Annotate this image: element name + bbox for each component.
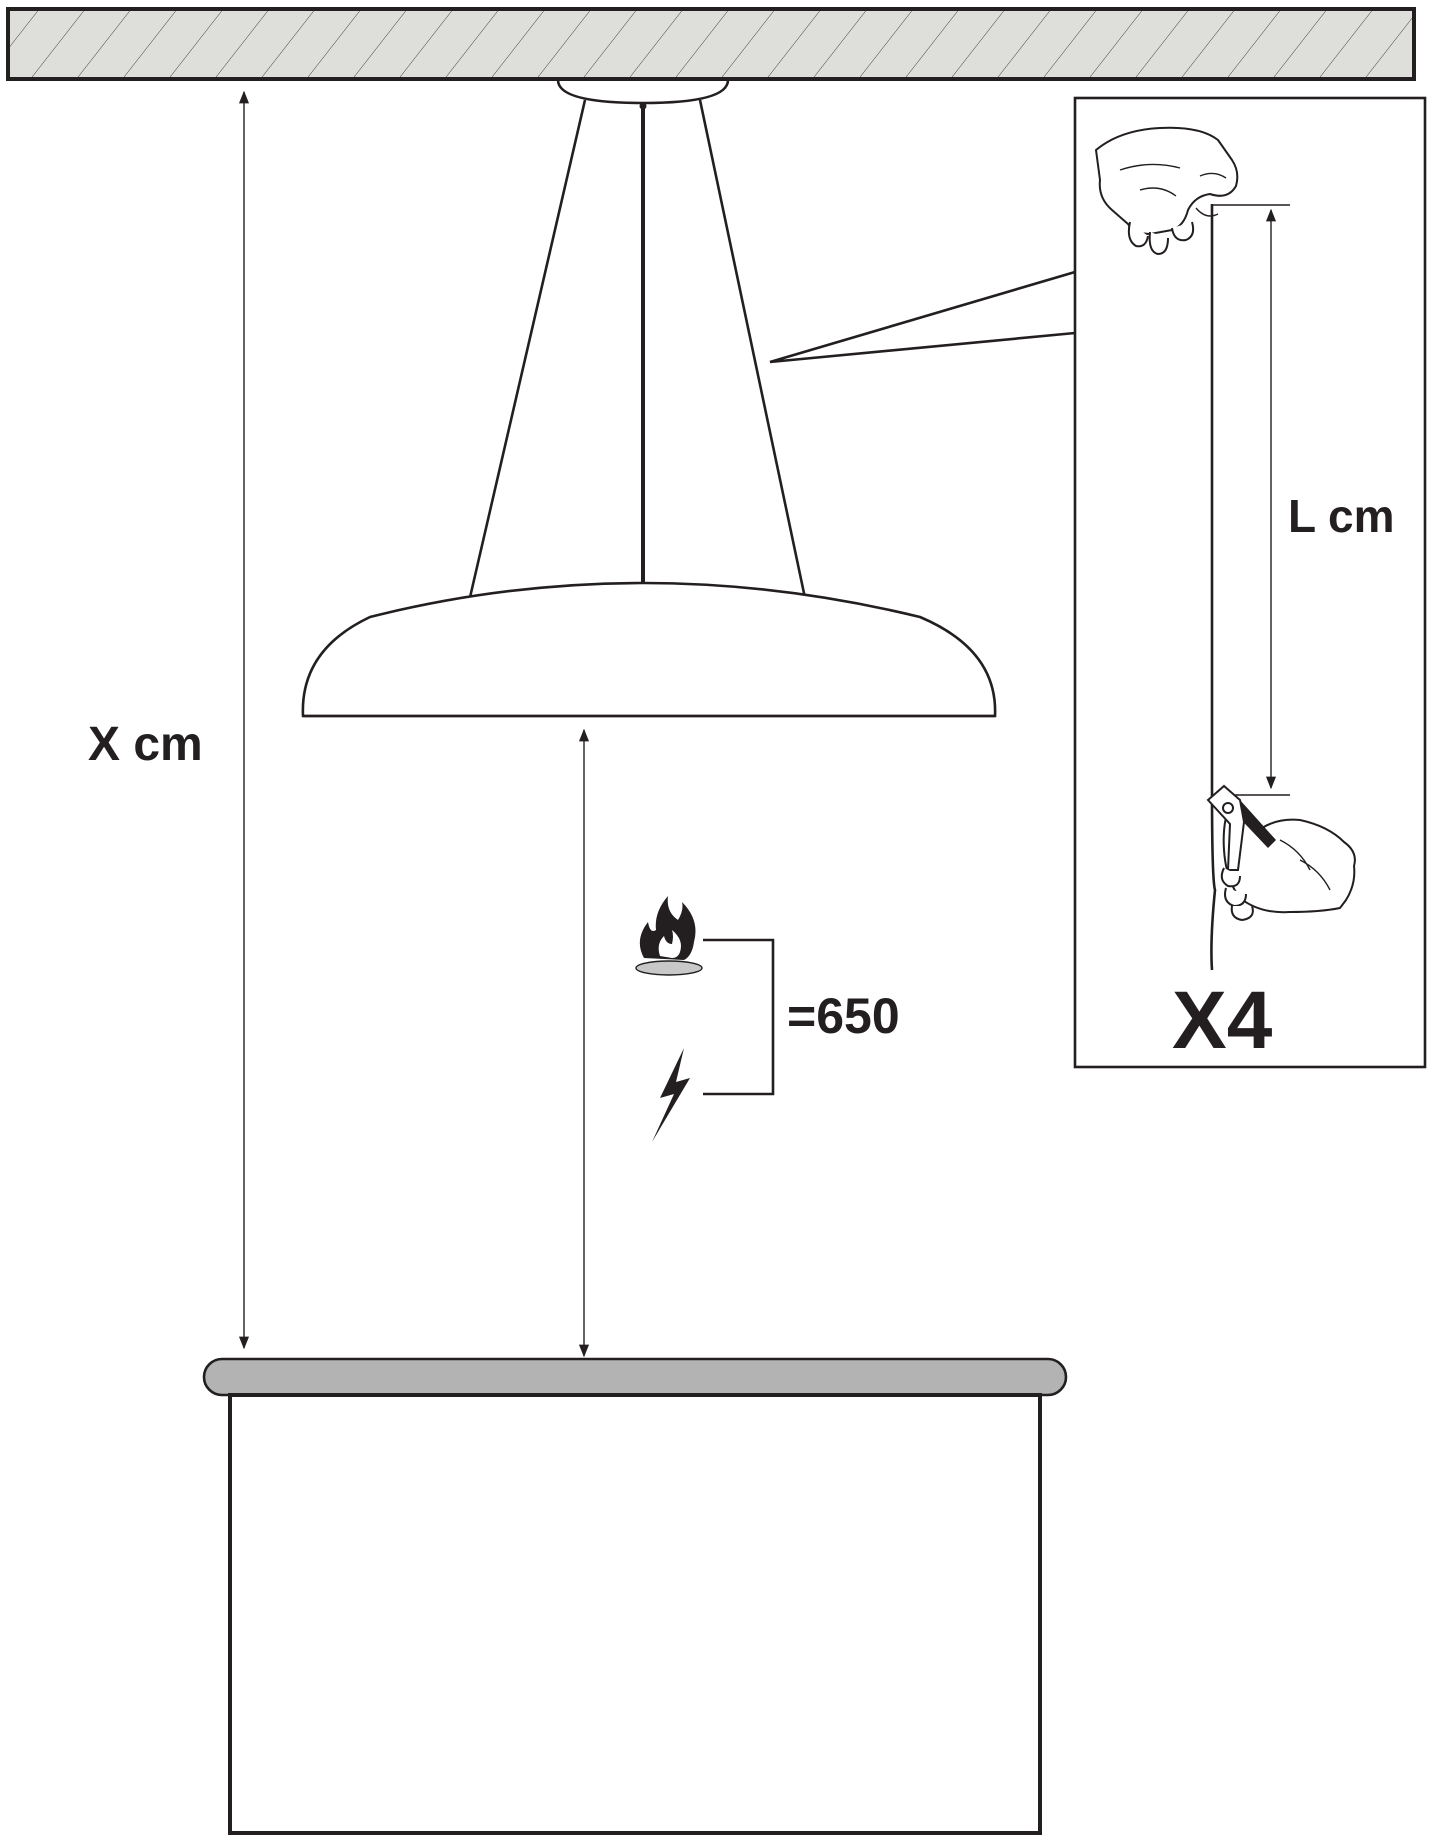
clearance-value: =650 xyxy=(787,988,900,1044)
detail-callout-pointer xyxy=(769,270,1076,364)
l-dimension-label: L cm xyxy=(1288,490,1395,542)
suspension-cable-left xyxy=(466,99,587,607)
ceiling-canopy xyxy=(556,79,730,105)
pendant-hood xyxy=(301,79,997,718)
quantity-label: X4 xyxy=(1172,975,1273,1066)
cable-cut-detail-panel: L cm X4 xyxy=(1073,96,1427,1069)
hob-top xyxy=(202,1357,1068,1397)
electric-lightning-icon xyxy=(652,1048,690,1142)
hood-dome xyxy=(301,581,997,718)
clearance-bracket xyxy=(703,938,775,1096)
hand-cutting-pliers-icon xyxy=(1206,784,1356,922)
hand-holding-cable-icon xyxy=(1094,126,1239,256)
hob xyxy=(202,1357,1068,1835)
gas-flame-icon xyxy=(635,896,703,976)
ceiling xyxy=(6,7,1416,81)
x-dimension-label: X cm xyxy=(88,718,203,771)
hob-body xyxy=(228,1393,1042,1835)
suspension-cable-right xyxy=(698,99,807,599)
detail-cable xyxy=(1210,204,1217,971)
